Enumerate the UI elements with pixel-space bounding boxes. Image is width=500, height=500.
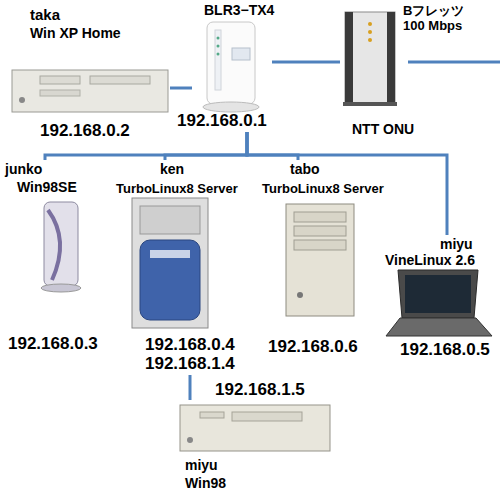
server-node: taboTurboLinux8 Server 192.168.0.6 [262,160,392,360]
line-speed-note: Bフレッツ 100 Mbps [403,4,483,34]
node-text: NTT ONU [352,122,414,137]
node-text: tabo [290,162,320,177]
onu-node: NTT ONU [340,10,408,138]
router-node: BLR3−TX4192.168.0.1 [192,2,272,132]
node-text: Win98SE [17,180,77,195]
node-text: BLR3−TX4 [204,3,274,18]
node-text: taka [30,7,60,24]
node-text: Win XP Home [30,26,121,41]
node-text: 192.168.0.1 [177,112,267,131]
node-text: 192.168.1.4 [145,355,235,374]
node-text: miyu [440,237,473,252]
network-cable [170,87,192,90]
laptop-node: miyuVineLinux 2.6 192.168.0.5 [385,235,497,360]
node-text: ken [160,162,184,177]
computer-node: 192.168.1.5miyuWin98 [175,400,335,495]
node-text: 192.168.0.5 [400,341,490,360]
network-cable [189,375,192,400]
network-cable [272,61,340,64]
node-text: junko [5,162,42,177]
node-text: 192.168.0.2 [40,122,130,141]
node-text: 192.168.1.5 [215,381,305,400]
tower-pc [132,198,208,328]
computer-node: junkoWin98SE 192.168.0.3 [5,160,95,355]
network-cable [247,132,447,235]
node-text: miyu [185,458,218,473]
node-text: 192.168.0.3 [8,335,98,354]
router-device [203,22,259,112]
server-node: kenTurboLinux8 Server192.168.0.4192.168.… [110,160,230,375]
node-text: 192.168.0.4 [145,336,235,355]
node-text: TurboLinux8 Server [262,182,384,196]
node-text: TurboLinux8 Server [116,182,238,196]
computer-node: takaWin XP Home 192.168.0.2 [5,5,170,140]
laptop-pc [386,270,492,336]
wan-wire [408,61,500,64]
slim-tower-pc [41,202,81,292]
network-cable [165,132,247,160]
onu-device [343,12,397,106]
node-text: 192.168.0.6 [268,338,358,357]
desktop-pc [12,70,168,112]
node-text: VineLinux 2.6 [385,253,475,268]
tower-pc [286,204,354,316]
desktop-pc [180,405,330,451]
node-text: Win98 [185,476,226,491]
